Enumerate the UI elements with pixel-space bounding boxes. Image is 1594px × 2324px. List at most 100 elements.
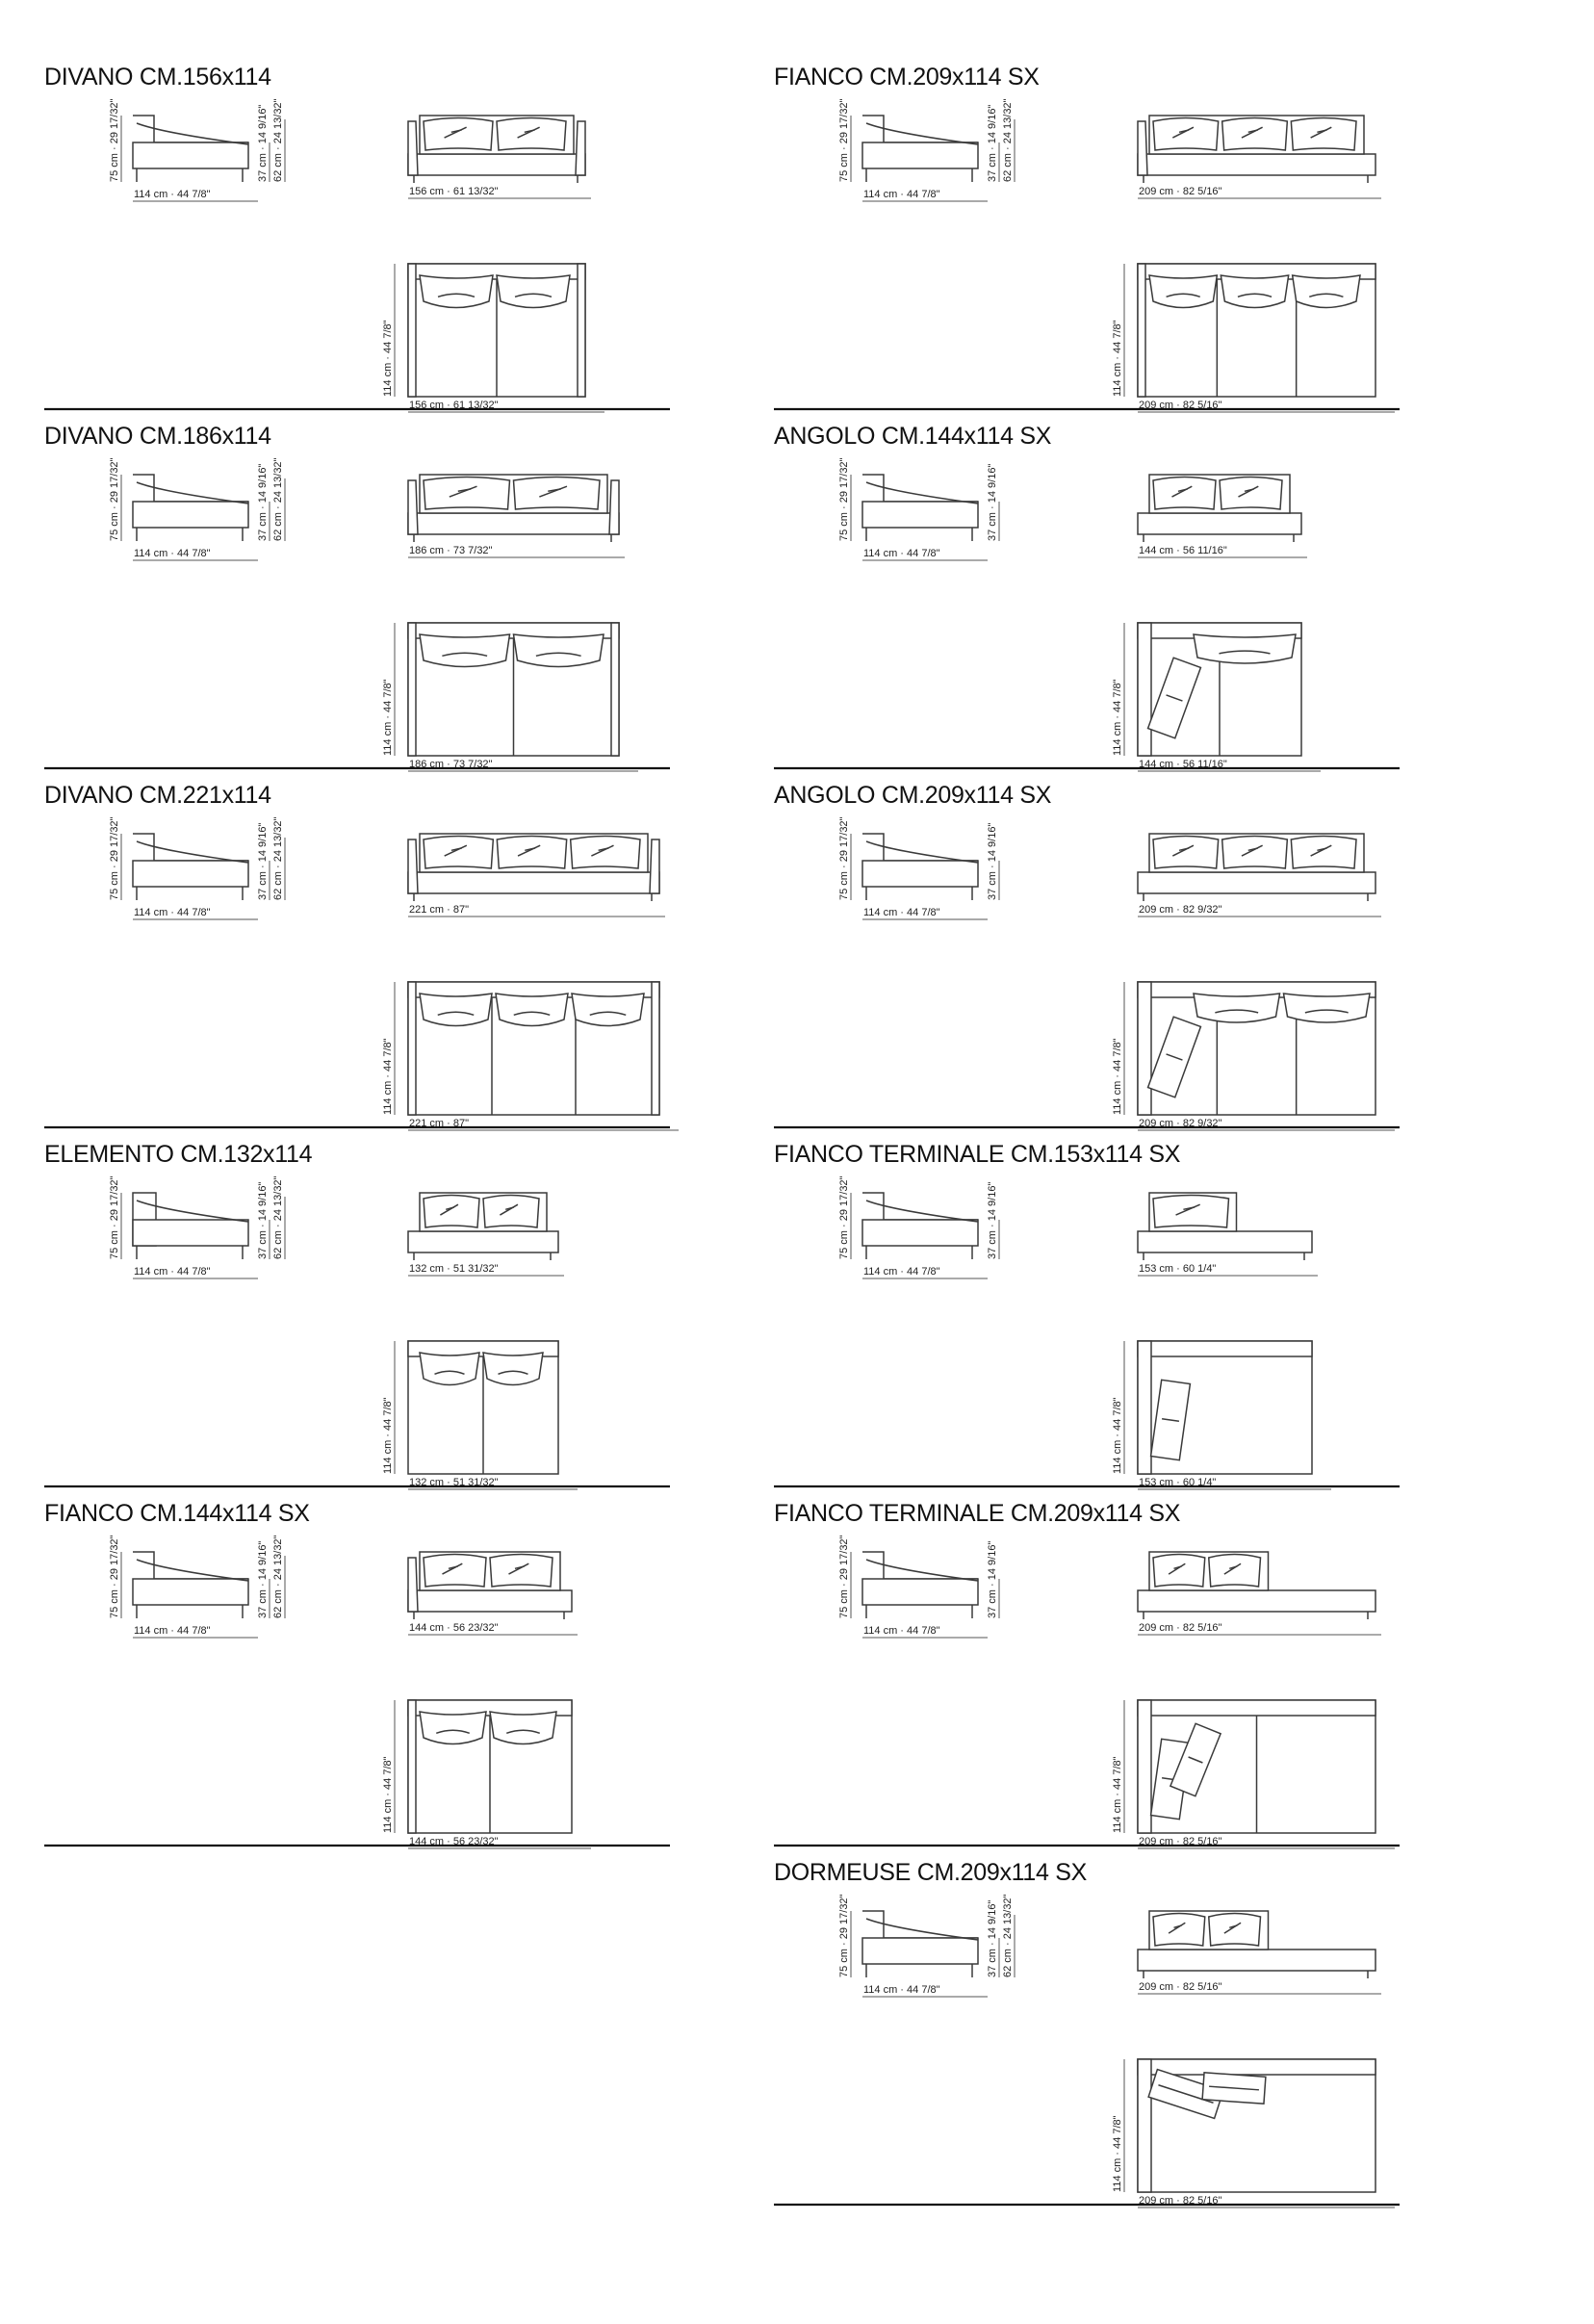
side-cushion-line	[865, 1918, 979, 1941]
back-cushion-plan	[512, 633, 604, 668]
side-cushion-line	[865, 1559, 979, 1582]
side-height-label: 75 cm · 29 17/32"	[109, 816, 120, 900]
cushion-crease	[1317, 847, 1327, 852]
cushion-outline	[423, 835, 495, 869]
side-seat	[861, 860, 979, 888]
side-height-label: 75 cm · 29 17/32"	[838, 1894, 850, 1977]
cushion-crease	[1161, 1418, 1180, 1422]
product-title: DIVANO CM.186x114	[44, 423, 271, 450]
cushion-crease	[1244, 488, 1254, 493]
side-seat	[132, 501, 249, 529]
front-seat	[1137, 153, 1376, 176]
front-seat	[1137, 1949, 1376, 1972]
back-cushion	[423, 1194, 480, 1228]
cushion-crease	[1317, 129, 1327, 134]
cushion-outline	[1207, 1912, 1262, 1947]
cushion-crease	[1223, 1562, 1242, 1575]
cushion-outline	[1152, 1912, 1206, 1947]
plan-depth-label: 114 cm · 44 7/8"	[1112, 1038, 1123, 1115]
plan-depth-label: 114 cm · 44 7/8"	[1112, 320, 1123, 397]
back-cushion-plan	[419, 274, 494, 309]
cushion-crease	[446, 1206, 455, 1211]
front-width-label: 132 cm · 51 31/32"	[409, 1263, 499, 1275]
back-cushion-plan	[419, 1711, 487, 1745]
front-armrest-left	[1137, 120, 1148, 176]
front-width-label: 209 cm · 82 9/32"	[1139, 904, 1222, 916]
side-backrest-outline	[862, 474, 978, 503]
product-title: FIANCO CM.144x114 SX	[44, 1500, 310, 1527]
cushion-outline	[496, 116, 567, 151]
side-seat	[861, 142, 979, 169]
cushion-crease	[1310, 126, 1332, 139]
cushion-crease	[1215, 1009, 1259, 1014]
seat-height-label: 37 cm · 14 9/16"	[987, 1182, 998, 1259]
cushion-outline	[569, 835, 641, 869]
side-backrest-outline	[862, 1910, 978, 1939]
tilted-cushion-plan	[1146, 657, 1202, 739]
plan-backrest	[1137, 981, 1376, 998]
plan-depth-label: 114 cm · 44 7/8"	[1112, 1397, 1123, 1474]
cushion-crease	[589, 1011, 627, 1017]
cushion-crease	[1188, 1756, 1203, 1764]
side-seat	[132, 142, 249, 169]
cushion-outline	[419, 1352, 480, 1386]
back-cushion-plan	[495, 993, 569, 1027]
seat-height-label: 37 cm · 14 9/16"	[257, 1182, 269, 1259]
back-cushion	[512, 476, 601, 510]
cushion-crease	[548, 488, 561, 493]
cushion-outline	[419, 633, 511, 668]
cushion-crease	[1175, 1203, 1200, 1216]
cushion-crease	[1238, 485, 1259, 498]
plan-depth-label: 114 cm · 44 7/8"	[382, 1397, 394, 1474]
tilted-cushion-plan	[1169, 1722, 1222, 1797]
back-cushion-plan	[571, 993, 645, 1027]
side-cushion-line	[865, 840, 979, 864]
cushion-crease	[1219, 650, 1271, 655]
cushion-outline	[1152, 1194, 1230, 1228]
side-backrest-outline	[133, 115, 248, 143]
back-cushion	[423, 116, 494, 151]
side-width-label: 114 cm · 44 7/8"	[134, 548, 211, 559]
side-height-label: 75 cm · 29 17/32"	[838, 816, 850, 900]
cushion-outline	[1152, 116, 1220, 151]
plan-depth-label: 114 cm · 44 7/8"	[382, 320, 394, 397]
cushion-outline	[482, 1352, 544, 1386]
side-width-label: 114 cm · 44 7/8"	[863, 1984, 940, 1996]
side-height-label: 75 cm · 29 17/32"	[838, 1175, 850, 1259]
back-cushion-plan	[1282, 993, 1371, 1023]
side-height-label: 75 cm · 29 17/32"	[838, 457, 850, 541]
cushion-crease	[1166, 293, 1200, 298]
back-cushion	[1207, 1553, 1262, 1588]
cushion-crease	[514, 1565, 525, 1570]
cushion-outline	[489, 1711, 557, 1745]
front-seat	[407, 1589, 573, 1613]
plan-armrest-right	[651, 981, 660, 1116]
cushion-crease	[457, 488, 472, 493]
cushion-crease	[1241, 844, 1263, 857]
cushion-outline	[495, 993, 569, 1027]
cushion-outline	[423, 476, 511, 510]
front-armrest-left	[407, 479, 419, 535]
cushion-crease	[524, 129, 535, 134]
cushion-crease	[442, 652, 488, 658]
side-height-label: 75 cm · 29 17/32"	[838, 98, 850, 182]
cushion-crease	[450, 847, 462, 852]
side-cushion-line	[865, 481, 979, 504]
cushion-outline	[419, 1711, 487, 1745]
cushion-crease	[440, 1203, 459, 1216]
cushion-crease	[1178, 847, 1190, 852]
back-cushion	[1152, 1553, 1206, 1588]
cushion-outline	[489, 1553, 553, 1588]
cushion-outline	[423, 116, 494, 151]
product-block: DIVANO CM.186x114 114 cm · 44 7/8" 75 cm ·…	[44, 423, 670, 772]
cushion-outline	[423, 1194, 480, 1228]
cushion-outline	[1290, 835, 1357, 869]
side-height-label: 75 cm · 29 17/32"	[109, 457, 120, 541]
cushion-crease	[535, 652, 581, 658]
cushion-outline	[1282, 993, 1371, 1023]
plan-side-backrest	[1137, 981, 1152, 1116]
side-cushion-line	[136, 481, 249, 504]
arm-height-label: 62 cm · 24 13/32"	[1002, 1894, 1014, 1977]
side-backrest-outline	[133, 833, 248, 862]
